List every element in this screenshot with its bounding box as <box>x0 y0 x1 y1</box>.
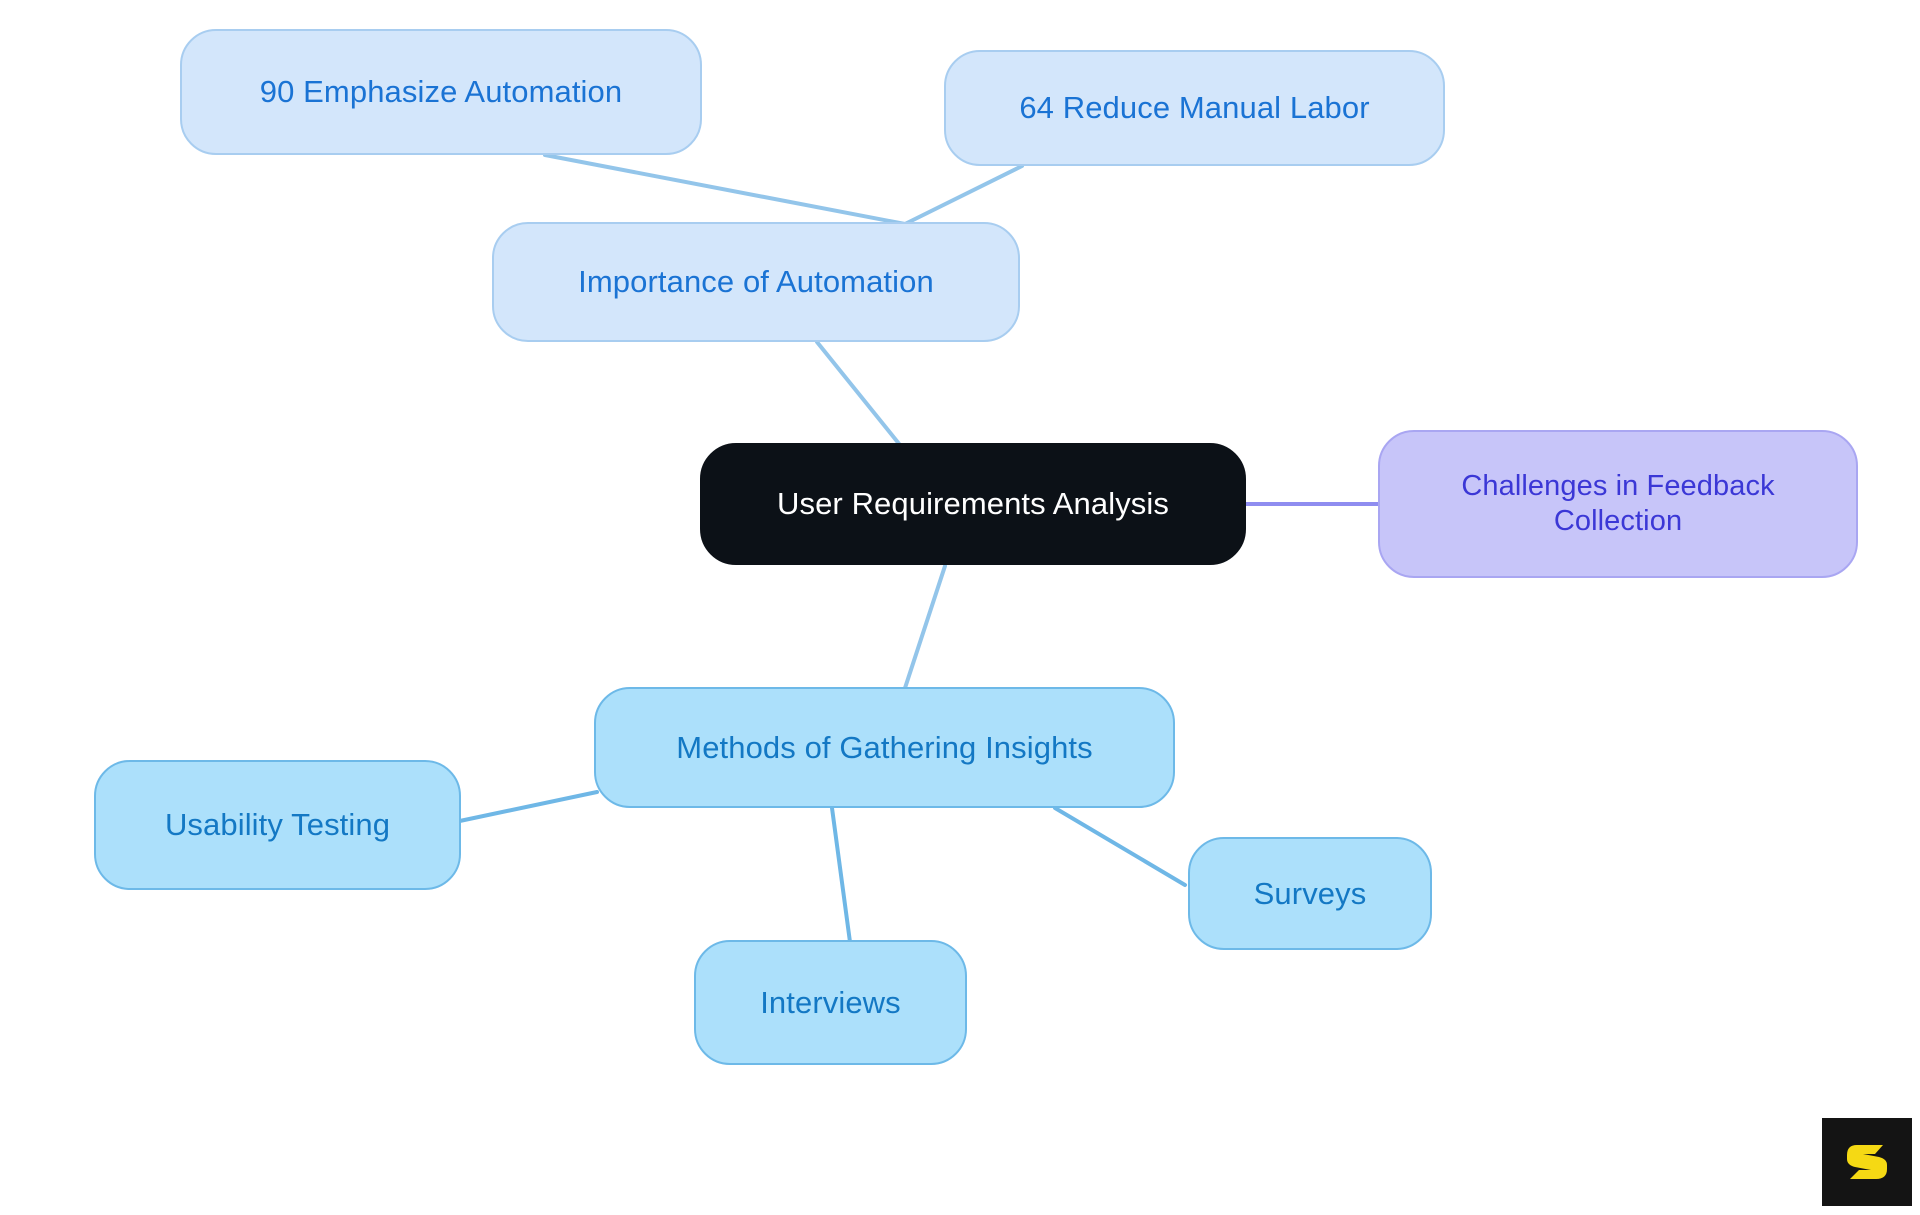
node-label: 90 Emphasize Automation <box>259 74 623 110</box>
node-label: Interviews <box>760 984 901 1020</box>
edge-importance-of-automation-to-root <box>815 340 902 447</box>
node-label: User Requirements Analysis <box>777 486 1169 522</box>
node-interviews[interactable]: Interviews <box>694 940 967 1065</box>
node-importance-of-automation[interactable]: Importance of Automation <box>492 222 1020 342</box>
edge-methods-gathering-insights-to-interviews <box>830 806 852 944</box>
edge-methods-gathering-insights-to-surveys <box>1053 806 1187 887</box>
node-challenges-feedback-collection[interactable]: Challenges in Feedback Collection <box>1378 430 1858 578</box>
node-label: Challenges in Feedback Collection <box>1461 469 1775 537</box>
node-surveys[interactable]: Surveys <box>1188 837 1432 950</box>
edge-reduce-manual-labor-to-importance-of-automation <box>903 164 1024 226</box>
brand-logo <box>1822 1118 1912 1206</box>
node-label: Importance of Automation <box>578 264 934 300</box>
node-methods-gathering-insights[interactable]: Methods of Gathering Insights <box>594 687 1175 808</box>
node-label: Surveys <box>1253 875 1367 911</box>
node-label: 64 Reduce Manual Labor <box>1019 90 1370 126</box>
node-reduce-manual-labor[interactable]: 64 Reduce Manual Labor <box>944 50 1445 166</box>
node-usability-testing[interactable]: Usability Testing <box>94 760 461 890</box>
node-label: Methods of Gathering Insights <box>676 729 1093 765</box>
node-label: Usability Testing <box>164 807 391 843</box>
node-emphasize-automation[interactable]: 90 Emphasize Automation <box>180 29 702 155</box>
edge-root-to-methods-gathering-insights <box>903 564 947 690</box>
edge-methods-gathering-insights-to-usability-testing <box>453 790 599 824</box>
edge-emphasize-automation-to-importance-of-automation <box>543 153 907 226</box>
node-root[interactable]: User Requirements Analysis <box>700 443 1246 565</box>
logo-s-icon <box>1847 1145 1887 1179</box>
